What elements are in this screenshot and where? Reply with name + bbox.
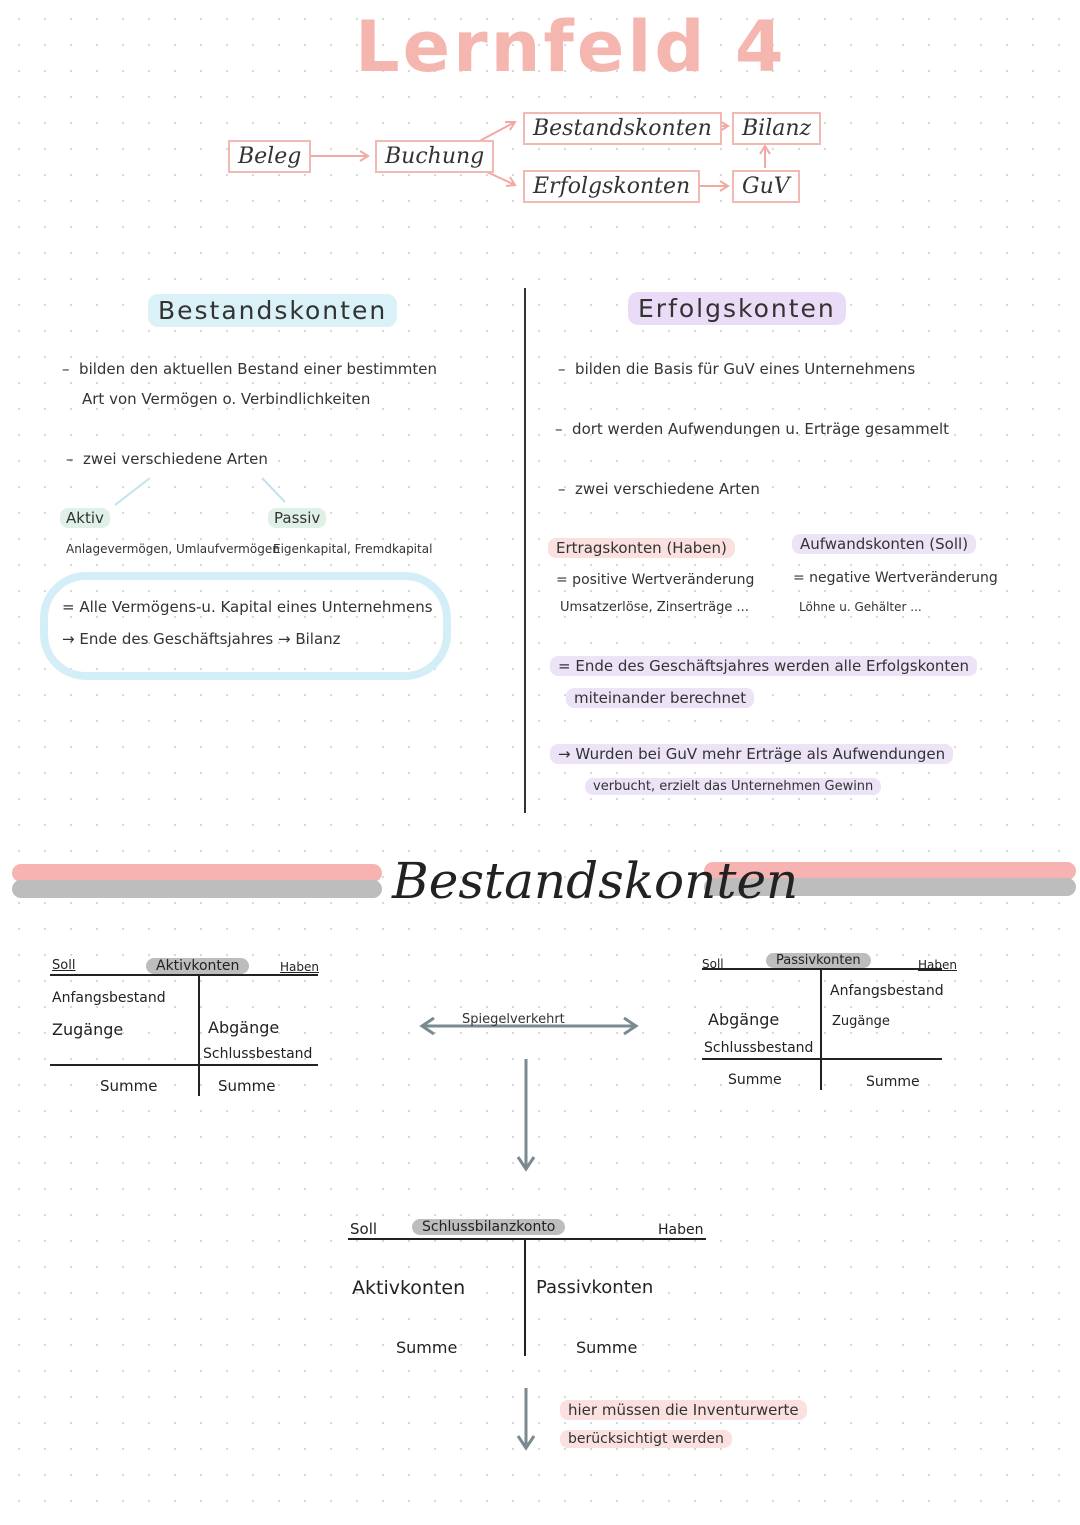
right-bullet-2: – dort werden Aufwendungen u. Erträge ge… — [555, 420, 950, 438]
left-bullet-1: – bilden den aktuellen Bestand einer bes… — [62, 360, 438, 378]
flow-erfolgskonten: Erfolgskonten — [523, 170, 701, 203]
passiv-summe-right: Summe — [866, 1074, 920, 1090]
flow-bilanz: Bilanz — [732, 112, 822, 145]
aktiv-title: Aktivkonten — [146, 958, 250, 974]
aktiv-examples: Anlagevermögen, Umlaufvermögen — [66, 542, 280, 556]
gewinn-line-2: verbucht, erzielt das Unternehmen Gewinn — [585, 778, 882, 795]
passiv-schlussbestand: Schlussbestand — [704, 1040, 814, 1056]
aktiv-abgaenge: Abgänge — [208, 1018, 280, 1037]
passiv-haben: Haben — [918, 958, 957, 972]
banner-right-pink — [704, 862, 1076, 880]
flow-buchung: Buchung — [375, 140, 495, 173]
sbk-top-line — [348, 1238, 706, 1240]
ertragskonten-examples: Umsatzerlöse, Zinserträge ... — [560, 600, 749, 615]
aktiv-sum-line — [50, 1064, 318, 1066]
down-arrow-1 — [516, 1059, 536, 1172]
aktiv-summe-left: Summe — [100, 1077, 158, 1095]
passiv-soll: Soll — [702, 957, 724, 971]
banner-right-grey — [704, 878, 1076, 896]
gewinn-line-1: → Wurden bei GuV mehr Erträge als Aufwen… — [550, 744, 954, 764]
section-heading-bestandskonten: Bestandskonten — [392, 852, 799, 910]
column-divider — [524, 288, 526, 813]
left-bullet-1-cont: Art von Vermögen o. Verbindlichkeiten — [82, 390, 371, 408]
passiv-summe-left: Summe — [728, 1072, 782, 1088]
ertragskonten-desc: = positive Wertveränderung — [556, 572, 755, 588]
flow-guv: GuV — [732, 170, 800, 203]
passiv-sum-line — [702, 1058, 942, 1060]
sbk-passiv: Passivkonten — [536, 1277, 654, 1298]
aktiv-anfangsbestand: Anfangsbestand — [52, 990, 166, 1006]
passiv-abgaenge: Abgänge — [708, 1010, 780, 1029]
passiv-examples: Eigenkapital, Fremdkapital — [273, 542, 433, 556]
sbk-vertical-line — [524, 1238, 526, 1356]
aufwandskonten-label: Aufwandskonten (Soll) — [792, 534, 977, 554]
flow-beleg: Beleg — [228, 140, 312, 173]
right-bullet-3: – zwei verschiedene Arten — [558, 480, 760, 498]
aktiv-soll: Soll — [52, 958, 76, 973]
aktiv-label: Aktiv — [60, 508, 110, 528]
right-bullet-1: – bilden die Basis für GuV eines Unterne… — [558, 360, 916, 378]
sbk-summe-right: Summe — [576, 1338, 638, 1357]
passiv-vertical-line — [820, 968, 822, 1090]
cloud-outline — [40, 572, 451, 680]
inventur-line-1: hier müssen die Inventurwerte — [560, 1400, 807, 1420]
aktiv-vertical-line — [198, 974, 200, 1096]
passiv-title: Passivkonten — [766, 953, 871, 968]
end-line-2: miteinander berechnet — [566, 688, 755, 708]
page-title: Lernfeld 4 — [355, 6, 787, 88]
sbk-soll: Soll — [350, 1220, 378, 1238]
cloud-line-1: = Alle Vermögens-u. Kapital eines Untern… — [62, 598, 433, 616]
mirror-label: Spiegelverkehrt — [462, 1012, 565, 1027]
sbk-summe-left: Summe — [396, 1338, 458, 1357]
heading-erfolgskonten: Erfolgskonten — [628, 292, 846, 325]
ertragskonten-label: Ertragskonten (Haben) — [548, 538, 735, 558]
sbk-haben: Haben — [658, 1222, 704, 1238]
aktiv-zugaenge: Zugänge — [52, 1020, 124, 1039]
sbk-title: Schlussbilanzkonto — [412, 1219, 566, 1235]
aktiv-top-line — [50, 974, 318, 976]
inventur-line-2: berücksichtigt werden — [560, 1430, 732, 1448]
mirror-arrow — [419, 1016, 639, 1036]
aufwandskonten-examples: Löhne u. Gehälter ... — [799, 600, 922, 614]
flow-bestandskonten: Bestandskonten — [523, 112, 722, 145]
banner-left-pink — [12, 864, 382, 882]
aufwandskonten-desc: = negative Wertveränderung — [793, 570, 998, 586]
down-arrow-2 — [516, 1388, 536, 1451]
passiv-zugaenge: Zugänge — [832, 1014, 890, 1029]
cloud-line-2: → Ende des Geschäftsjahres → Bilanz — [62, 630, 341, 648]
passiv-label: Passiv — [268, 508, 327, 528]
passiv-top-line — [702, 968, 942, 970]
end-line-1: = Ende des Geschäftsjahres werden alle E… — [550, 656, 978, 676]
sbk-aktiv: Aktivkonten — [352, 1277, 466, 1299]
heading-bestandskonten: Bestandskonten — [148, 294, 398, 327]
banner-left-grey — [12, 880, 382, 898]
left-bullet-2: – zwei verschiedene Arten — [66, 450, 268, 468]
aktiv-schlussbestand: Schlussbestand — [203, 1046, 313, 1062]
aktiv-haben: Haben — [280, 960, 319, 974]
branch-lines — [114, 477, 286, 506]
aktiv-summe-right: Summe — [218, 1077, 276, 1095]
passiv-anfangsbestand: Anfangsbestand — [830, 983, 944, 999]
